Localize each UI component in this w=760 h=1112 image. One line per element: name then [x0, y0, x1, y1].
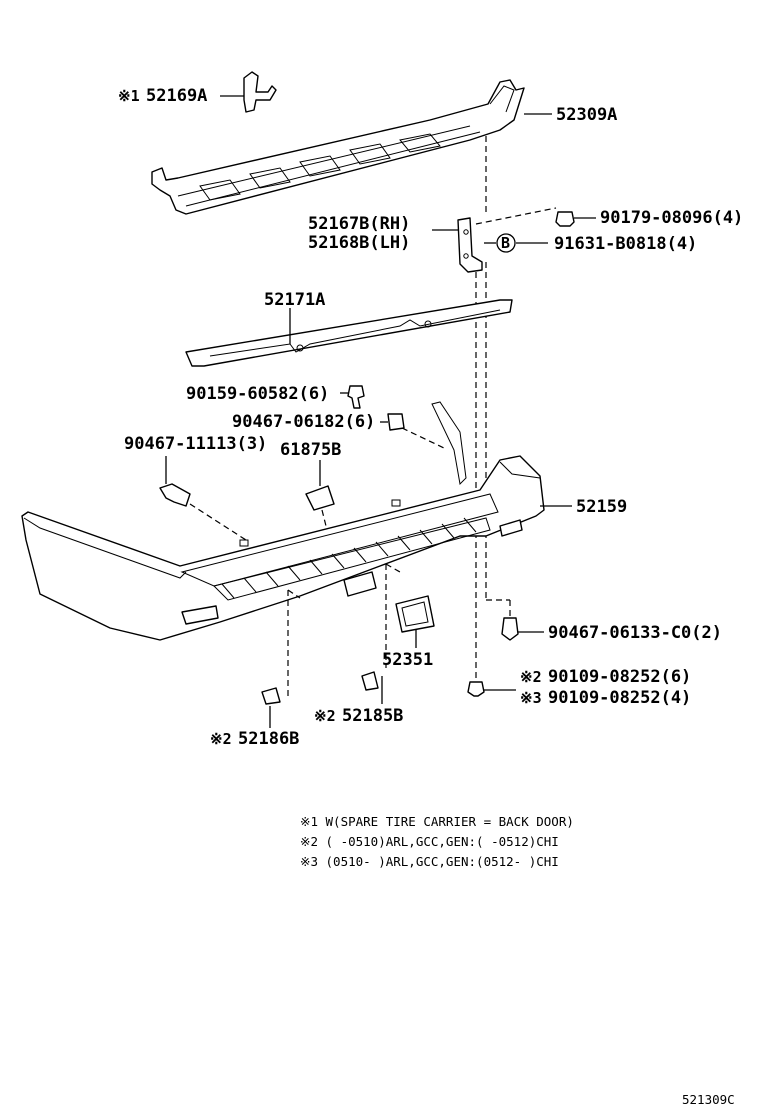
label-52167B: 52167B(RH): [308, 214, 410, 234]
mark-2b: ※2: [314, 707, 336, 725]
part-90179-nut: [475, 207, 596, 227]
part-52167B-stay: [432, 217, 483, 273]
part-52171A-pad: [185, 299, 513, 367]
label-90179: 90179-08096(4): [600, 208, 743, 228]
note-1: ※1 W(SPARE TIRE CARRIER = BACK DOOR): [300, 814, 574, 829]
label-52185B: 52185B: [342, 706, 403, 726]
mark-2a: ※2: [520, 668, 542, 686]
label-90109-b: 90109-08252(4): [548, 688, 691, 708]
label-52159: 52159: [576, 497, 627, 517]
label-90467-06182: 90467-06182(6): [232, 412, 375, 432]
mark-2c: ※2: [210, 730, 232, 748]
part-52185B-retainer: [361, 563, 401, 704]
label-52309A: 52309A: [556, 105, 617, 125]
part-52169A-bracket: [220, 71, 277, 113]
label-52168B: 52168B(LH): [308, 233, 410, 253]
part-52309A-reinforcement: [151, 79, 552, 215]
label-91631: 91631-B0818(4): [554, 234, 697, 254]
label-61875B: 61875B: [280, 440, 341, 460]
mark-3a: ※3: [520, 689, 542, 707]
part-52186B-retainer: [261, 589, 301, 728]
part-90467-06182-clip: [380, 413, 445, 449]
note-3: ※3 (0510- )ARL,GCC,GEN:(0512- )CHI: [300, 854, 559, 869]
label-90467-11113: 90467-11113(3): [124, 434, 267, 454]
label-52171A: 52171A: [264, 290, 325, 310]
part-52159-bumper: [21, 401, 572, 641]
callout-circle-b: [496, 233, 516, 253]
label-52186B: 52186B: [238, 729, 299, 749]
part-90467-06133-clip: [486, 599, 544, 641]
part-52351-bezel: [395, 595, 435, 648]
part-61875B-cover: [305, 460, 335, 527]
callout-b-letter: B: [501, 234, 510, 252]
part-90109-bolt: [467, 681, 516, 697]
part-90159-screw: [340, 385, 365, 409]
label-90109-a: 90109-08252(6): [548, 667, 691, 687]
label-90467-06133: 90467-06133-C0(2): [548, 623, 722, 643]
label-52169A: 52169A: [146, 86, 207, 106]
part-90467-11113-clip: [159, 456, 247, 541]
note-2: ※2 ( -0510)ARL,GCC,GEN:( -0512)CHI: [300, 834, 559, 849]
label-90159: 90159-60582(6): [186, 384, 329, 404]
label-52351: 52351: [382, 650, 433, 670]
mark-1a: ※1: [118, 87, 140, 105]
figure-id: 521309C: [682, 1092, 735, 1107]
